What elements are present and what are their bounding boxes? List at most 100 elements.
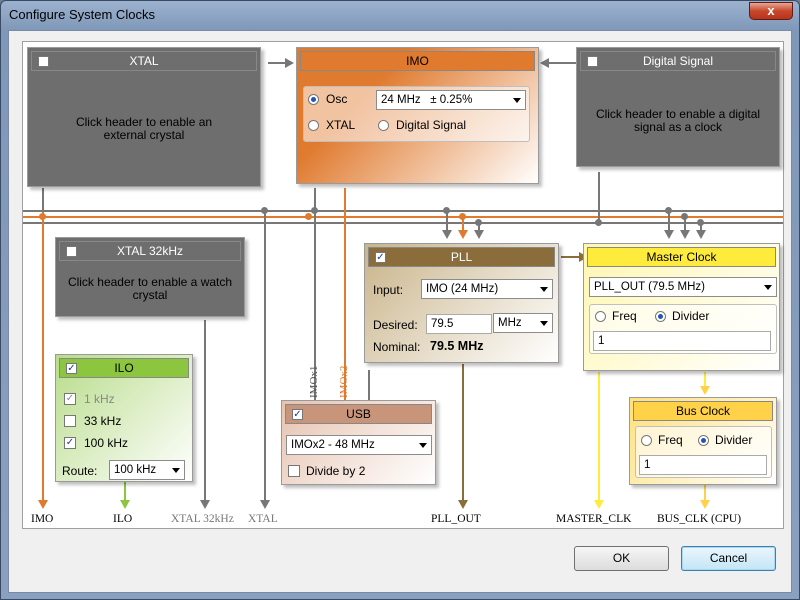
xtal32-enable-checkbox[interactable]	[66, 246, 77, 257]
arrow-master-in-3	[696, 230, 706, 239]
clock-diagram-canvas: IMOx1 IMOx2 XTAL Click header to enable …	[22, 41, 784, 529]
junction-dot-imo	[305, 213, 312, 220]
bus-divider-input[interactable]: 1	[639, 455, 767, 475]
wire-pll-usb	[368, 370, 370, 406]
pll-unit-dropdown[interactable]: MHz	[493, 313, 553, 333]
xtal-header[interactable]: XTAL	[31, 51, 257, 71]
wire-xtal-imo	[268, 62, 288, 64]
ilo-100khz-checkbox[interactable]: ✓	[64, 437, 76, 449]
master-clock-divider-group: Freq Divider 1	[589, 304, 777, 354]
wire-ilo-out	[124, 482, 126, 502]
bus-clock-header-label: Bus Clock	[675, 404, 731, 418]
output-label-imo: IMO	[31, 513, 54, 525]
arrow-pll-in-3	[474, 230, 484, 239]
pll-input-dropdown[interactable]: IMO (24 MHz)	[421, 279, 553, 299]
imo-osc-radio[interactable]	[308, 94, 319, 105]
xtal-enable-checkbox[interactable]	[38, 56, 49, 67]
pll-header-label: PLL	[450, 250, 473, 264]
digital-signal-enable-checkbox[interactable]	[587, 56, 598, 67]
arrow-bus-in	[700, 386, 710, 395]
junction-dot-xtal-out	[261, 207, 268, 214]
bus-divider-label: Divider	[715, 433, 753, 447]
imox1-line-label: IMOx1	[308, 365, 320, 398]
imo-header[interactable]: IMO	[300, 51, 535, 71]
usb-header[interactable]: ✓ USB	[285, 404, 432, 424]
output-label-pll-out: PLL_OUT	[431, 513, 481, 525]
bus-divider-radio[interactable]	[698, 435, 709, 446]
master-divider-input[interactable]: 1	[593, 331, 771, 351]
arrow-bus-out	[700, 500, 710, 509]
junction-dot-xtal	[39, 213, 46, 220]
wire-pll-in-2	[462, 216, 464, 232]
wire-xtal-bus	[42, 188, 44, 212]
imo-digital-radio[interactable]	[378, 120, 389, 131]
cancel-button[interactable]: Cancel	[681, 546, 776, 571]
master-freq-radio[interactable]	[595, 311, 606, 322]
xtal32-header[interactable]: XTAL 32kHz	[59, 241, 241, 261]
wire-pll-in-3	[478, 222, 480, 232]
pll-header[interactable]: ✓ PLL	[368, 247, 555, 267]
wire-imo-out	[42, 188, 44, 503]
wire-xtal32-out	[204, 320, 206, 502]
ilo-route-dropdown[interactable]: 100 kHz	[109, 460, 185, 480]
pll-desired-input[interactable]: 79.5	[426, 314, 492, 334]
chevron-down-icon	[764, 285, 772, 290]
master-clock-source-dropdown[interactable]: PLL_OUT (79.5 MHz)	[589, 277, 777, 297]
pll-enable-checkbox[interactable]: ✓	[375, 252, 386, 263]
wire-master-in-3	[700, 222, 702, 232]
wire-bus-out	[704, 482, 706, 502]
close-button[interactable]: x	[749, 2, 793, 20]
imo-header-label: IMO	[406, 54, 429, 68]
ilo-33khz-checkbox[interactable]	[64, 415, 76, 427]
usb-source-dropdown[interactable]: IMOx2 - 48 MHz	[286, 435, 432, 455]
output-label-ilo: ILO	[113, 513, 133, 525]
wire-master-in-2	[684, 216, 686, 232]
bus-clock-panel: Bus Clock Freq Divider 1	[629, 397, 777, 485]
pll-nominal-value: 79.5 MHz	[430, 339, 484, 353]
master-clock-header[interactable]: Master Clock	[587, 247, 776, 267]
xtal-message: Click header to enable an external cryst…	[75, 115, 213, 142]
arrow-xtal32-out	[200, 500, 210, 509]
bus-clock-divider-group: Freq Divider 1	[635, 426, 772, 478]
ok-button[interactable]: OK	[574, 546, 669, 571]
bus-clock-header[interactable]: Bus Clock	[633, 401, 773, 421]
master-divider-radio[interactable]	[655, 311, 666, 322]
output-label-xtal32: XTAL 32kHz	[171, 513, 234, 525]
wire-master-bus	[704, 372, 706, 392]
output-label-xtal: XTAL	[248, 513, 278, 525]
usb-divide-checkbox[interactable]	[288, 465, 300, 477]
master-clock-source-value: PLL_OUT (79.5 MHz)	[594, 281, 705, 293]
ilo-header[interactable]: ✓ ILO	[59, 358, 189, 378]
pll-desired-value: 79.5	[431, 318, 454, 330]
master-freq-label: Freq	[612, 309, 637, 323]
digital-signal-header[interactable]: Digital Signal	[580, 51, 776, 71]
usb-enable-checkbox[interactable]: ✓	[292, 409, 303, 420]
arrow-digital-imo	[540, 58, 549, 68]
ilo-enable-checkbox[interactable]: ✓	[66, 363, 77, 374]
wire-imox1	[314, 188, 316, 406]
bus-divider-value: 1	[644, 459, 651, 471]
imo-frequency-dropdown[interactable]: 24 MHz ± 0.25%	[376, 90, 526, 110]
arrow-master-out	[594, 500, 604, 509]
bus-orange	[23, 216, 783, 218]
pll-unit-value: MHz	[498, 317, 522, 329]
imo-osc-label: Osc	[326, 92, 348, 106]
usb-divide-label: Divide by 2	[306, 464, 366, 478]
wire-xtal-out	[264, 210, 266, 502]
imo-xtal-radio[interactable]	[308, 120, 319, 131]
usb-panel: ✓ USB IMOx2 - 48 MHz Divide by 2	[281, 400, 436, 485]
imo-xtal-label: XTAL	[326, 118, 356, 132]
chevron-down-icon	[513, 98, 521, 103]
titlebar[interactable]: Configure System Clocks x	[1, 1, 799, 29]
junction-dot-pll-2	[459, 213, 466, 220]
chevron-down-icon	[540, 287, 548, 292]
window-title: Configure System Clocks	[9, 7, 155, 22]
arrow-xtal-imo	[285, 58, 294, 68]
wire-digital-bus	[598, 172, 600, 224]
pll-nominal-label: Nominal:	[373, 340, 421, 354]
bus-freq-radio[interactable]	[641, 435, 652, 446]
arrow-xtal-out	[260, 500, 270, 509]
master-clock-panel: Master Clock PLL_OUT (79.5 MHz) Freq Div…	[583, 243, 780, 371]
digital-signal-panel: Digital Signal Click header to enable a …	[576, 47, 780, 167]
